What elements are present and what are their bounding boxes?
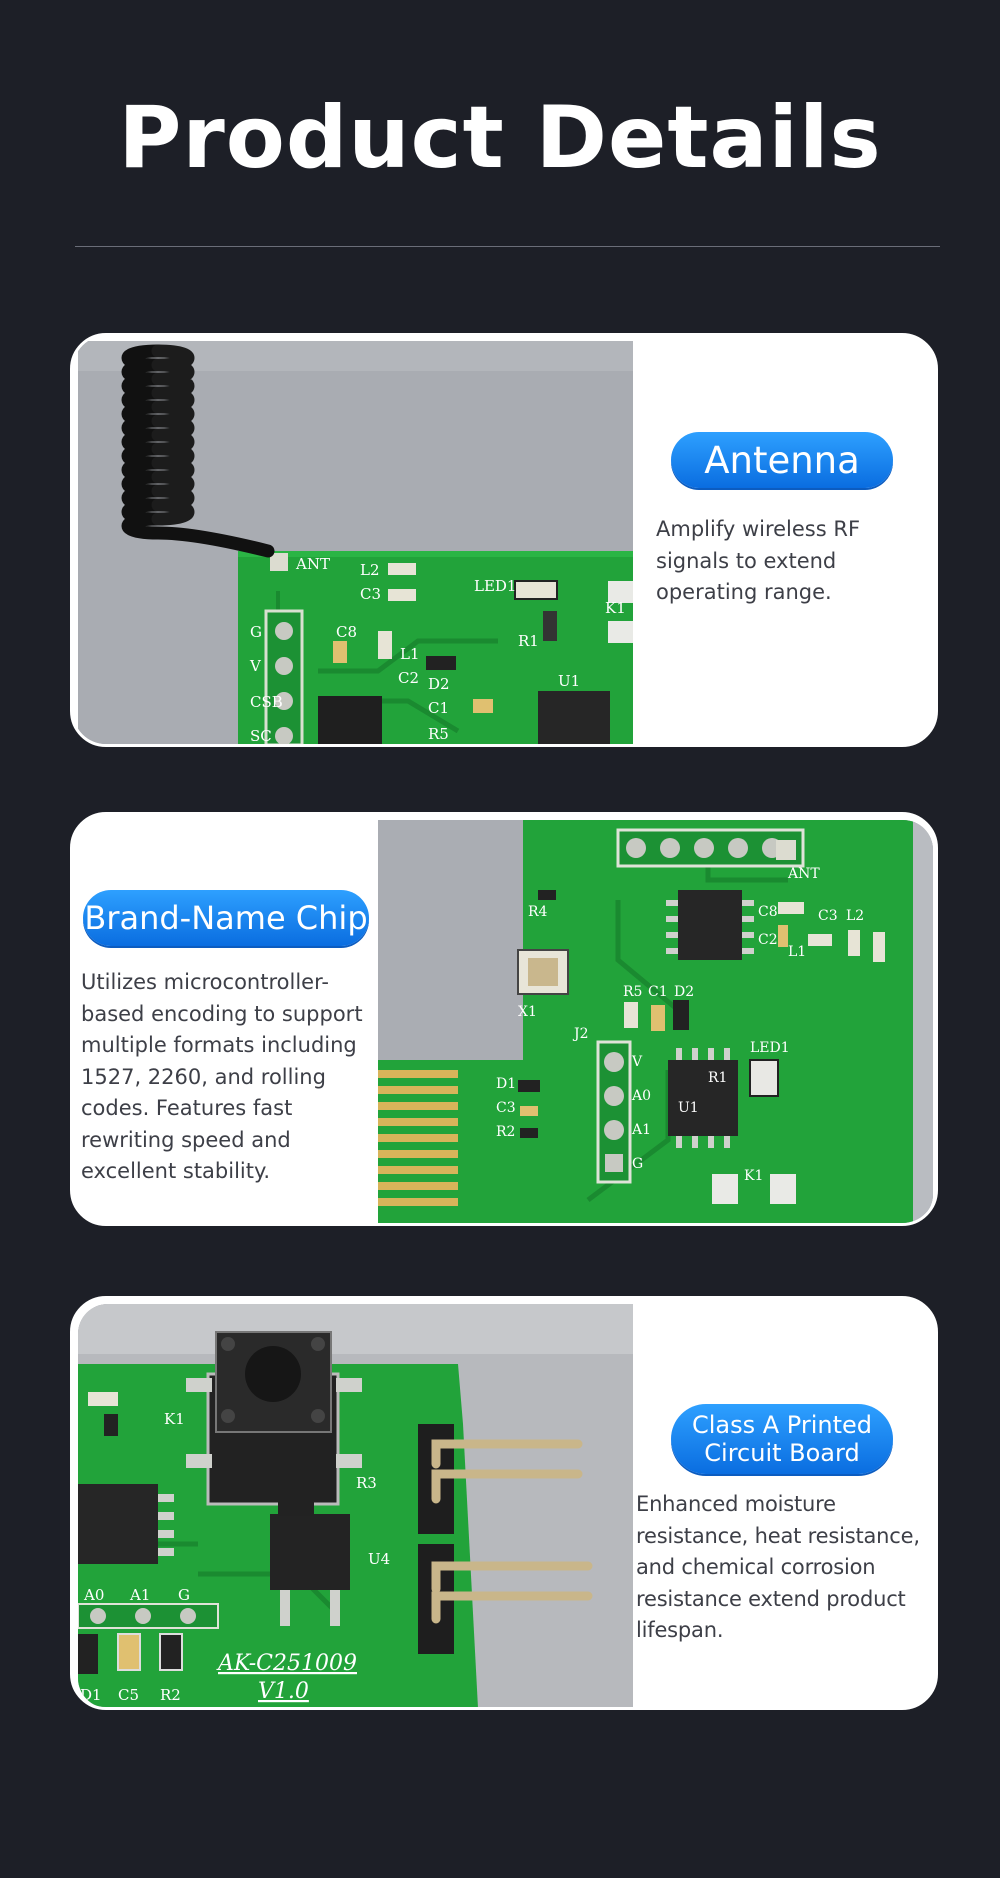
feature-card-chip: Brand-Name Chip Utilizes microcontroller… <box>70 812 938 1226</box>
feature-card-antenna: ANT L2 C3 LED1 K1 R1 C8 L1 C2 D2 C1 U1 R… <box>70 333 938 747</box>
pcb-label: A1 <box>631 1122 651 1138</box>
pcb-label: C1 <box>648 984 668 1000</box>
page-title: Product Details <box>118 88 882 188</box>
pcb-label: K1 <box>744 1168 763 1184</box>
pcb-label: D2 <box>428 675 450 693</box>
pcb-label: L1 <box>400 645 420 663</box>
pcb-label: C5 <box>118 1686 139 1704</box>
feature-label-pcb: Class A Printed Circuit Board <box>671 1404 893 1474</box>
pcb-label: K1 <box>605 599 626 617</box>
feature-description-antenna: Amplify wireless RF signals to extend op… <box>656 517 861 604</box>
pcb-label: L2 <box>846 908 864 924</box>
pcb-label: R1 <box>708 1070 727 1086</box>
pcb-photo: K1 R3 U4 A0 A1 G D1 C5 R2 AK-C251009 V1.… <box>78 1304 633 1707</box>
pcb-label: A0 <box>83 1586 104 1604</box>
pcb-label: C8 <box>336 623 357 641</box>
pcb-label: U1 <box>558 672 580 690</box>
pcb-label: D2 <box>674 984 694 1000</box>
pcb-label: LED1 <box>474 577 516 595</box>
pcb-label: R4 <box>528 904 548 920</box>
pcb-label: ANT <box>295 555 330 573</box>
pcb-label: CSB <box>250 693 283 711</box>
pcb-label: R3 <box>356 1474 377 1492</box>
feature-card-pcb: K1 R3 U4 A0 A1 G D1 C5 R2 AK-C251009 V1.… <box>70 1296 938 1710</box>
pcb-label: K1 <box>164 1410 185 1428</box>
chip-photo: ANT R4 C8 C3 L2 C2 L1 X1 R5 C1 D2 J2 LED… <box>378 820 933 1223</box>
pcb-label: X1 <box>518 1004 537 1020</box>
pcb-label: C2 <box>398 669 419 687</box>
pcb-label: A0 <box>631 1088 651 1104</box>
pcb-label: C8 <box>758 904 778 920</box>
pcb-label: SC <box>250 727 272 745</box>
pcb-label: D1 <box>496 1076 516 1092</box>
pcb-label: L2 <box>360 561 380 579</box>
board-version-label: V1.0 <box>258 1679 309 1704</box>
pcb-label: R2 <box>496 1124 515 1140</box>
antenna-photo: ANT L2 C3 LED1 K1 R1 C8 L1 C2 D2 C1 U1 R… <box>78 341 633 745</box>
feature-description-chip: Utilizes microcontroller-based encoding … <box>81 970 363 1183</box>
pcb-label: V <box>249 657 262 675</box>
pcb-label: C3 <box>818 908 838 924</box>
pcb-label: C1 <box>428 699 449 717</box>
pcb-label: G <box>250 623 262 641</box>
pcb-label: C2 <box>758 932 778 948</box>
pcb-label: R2 <box>160 1686 181 1704</box>
pcb-label: V <box>631 1054 643 1070</box>
pcb-label: L1 <box>788 944 806 960</box>
title-divider <box>75 246 940 247</box>
pcb-label: J2 <box>572 1026 589 1042</box>
pcb-label: R5 <box>428 725 449 743</box>
pcb-label: G <box>178 1586 190 1604</box>
pcb-label: LED1 <box>750 1040 790 1056</box>
pcb-label: C3 <box>360 585 381 603</box>
feature-label-antenna: Antenna <box>671 432 893 488</box>
pcb-label: U1 <box>678 1100 699 1116</box>
pcb-label: R1 <box>518 632 539 650</box>
pcb-label: R5 <box>623 984 642 1000</box>
pcb-label: G <box>632 1156 643 1172</box>
pcb-label: U4 <box>368 1550 390 1568</box>
board-model-label: AK-C251009 <box>216 1651 357 1676</box>
pcb-label: C3 <box>496 1100 516 1116</box>
pcb-label: ANT <box>787 866 820 882</box>
pcb-label: D1 <box>80 1686 102 1704</box>
pcb-label: A1 <box>129 1586 150 1604</box>
feature-description-pcb: Enhanced moisture resistance, heat resis… <box>636 1492 920 1642</box>
feature-label-chip: Brand-Name Chip <box>83 890 369 946</box>
